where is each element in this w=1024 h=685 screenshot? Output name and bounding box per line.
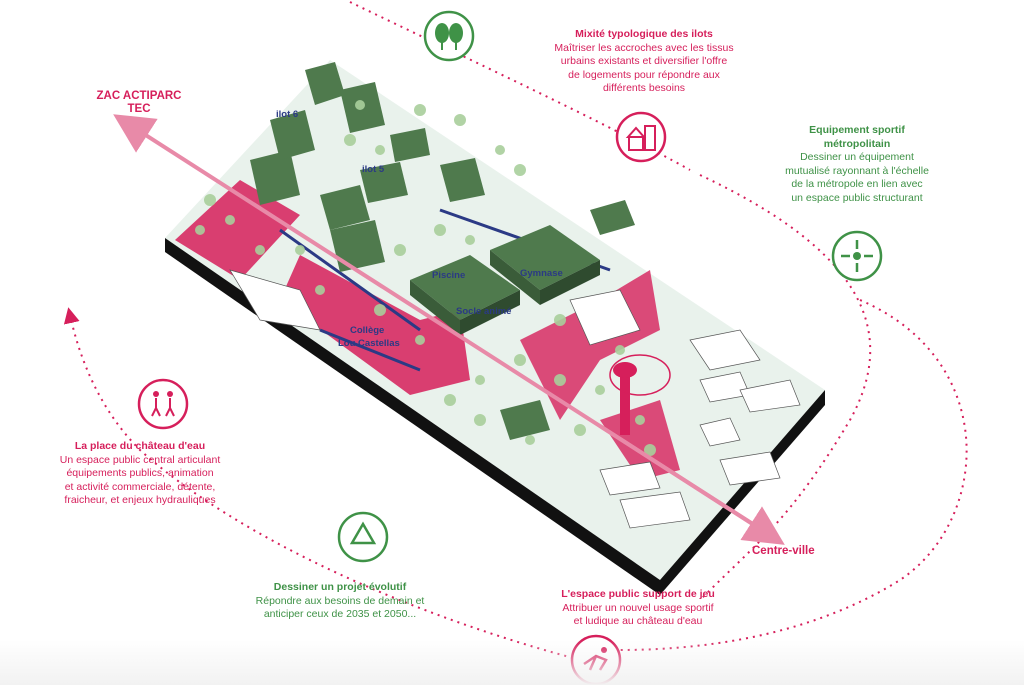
label-socle: Socle animé	[456, 306, 511, 317]
annotation-place-line2: équipements publics, animation	[66, 467, 214, 479]
recycle-icon	[337, 511, 389, 563]
annotation-evolutif-title: Dessiner un projet évolutif	[273, 581, 407, 593]
site-block	[165, 60, 825, 595]
label-college-line1: Collège	[350, 325, 384, 336]
label-ilot6: ilot 6	[276, 109, 298, 120]
annotation-evolutif-line1: Répondre aux besoins de demain et	[255, 594, 425, 607]
annotation-jeu-line2: et ludique au château d'eau	[573, 615, 703, 627]
label-piscine: Piscine	[432, 270, 465, 281]
annotation-jeu: L'espace public support de jeu Attribuer…	[522, 588, 754, 629]
annotation-place-line3: et activité commerciale, détente,	[64, 480, 216, 493]
direction-label-zac-line2: TEC	[127, 103, 151, 115]
trees-icon	[423, 10, 475, 62]
direction-label-centre: Centre-ville	[752, 545, 815, 557]
annotation-place-line1: Un espace public central articulant	[59, 453, 221, 466]
annotation-mixite-title: Mixité typologique des ilots	[575, 28, 713, 40]
annotation-place-line4: fraicheur, et enjeux hydrauliques	[64, 494, 216, 506]
bottom-fade	[0, 640, 1024, 685]
dotted-path-pink-left	[63, 307, 601, 666]
converge-arrows-icon	[831, 230, 883, 282]
building-icon	[615, 111, 667, 163]
label-gymnase: Gymnase	[520, 268, 563, 279]
annotation-equipement-title1: Equipement sportif	[809, 124, 905, 136]
annotation-equipement: Equipement sportif métropolitain Dessine…	[752, 124, 962, 205]
annotation-mixite-line2: urbains existants et diversifier l'offre	[560, 55, 728, 67]
annotation-mixite-line4: différents besoins	[602, 82, 686, 94]
people-walking-icon	[137, 378, 189, 430]
annotation-jeu-title: L'espace public support de jeu	[561, 588, 715, 600]
dotted-path-green-right	[699, 174, 872, 601]
annotation-evolutif-line2: anticiper ceux de 2035 et 2050...	[263, 608, 417, 620]
label-ilot5: ilot 5	[362, 164, 385, 175]
annotation-place: La place du château d'eau Un espace publ…	[30, 440, 250, 508]
direction-label-zac-line1: ZAC ACTIPARC	[96, 90, 182, 102]
direction-label-zac: ZAC ACTIPARC TEC	[84, 90, 194, 116]
annotation-equipement-line2: mutualisé rayonnant à l'échelle	[785, 164, 929, 177]
annotation-equipement-title2: métropolitain	[823, 137, 891, 150]
annotation-jeu-line1: Attribuer un nouvel usage sportif	[562, 601, 714, 614]
annotation-equipement-line1: Dessiner un équipement	[800, 151, 914, 163]
annotation-evolutif: Dessiner un projet évolutif Répondre aux…	[226, 581, 454, 622]
annotation-equipement-line4: un espace public structurant	[791, 191, 923, 204]
annotation-mixite-line1: Maîtriser les accroches avec les tissus	[554, 41, 734, 54]
annotation-mixite: Mixité typologique des ilots Maîtriser l…	[528, 28, 760, 96]
annotation-equipement-line3: de la métropole en lien avec	[791, 178, 923, 190]
annotation-place-title: La place du château d'eau	[74, 440, 206, 452]
label-college-line2: Lou Castellas	[338, 338, 400, 349]
annotation-mixite-line3: de logements pour répondre aux	[568, 68, 720, 81]
